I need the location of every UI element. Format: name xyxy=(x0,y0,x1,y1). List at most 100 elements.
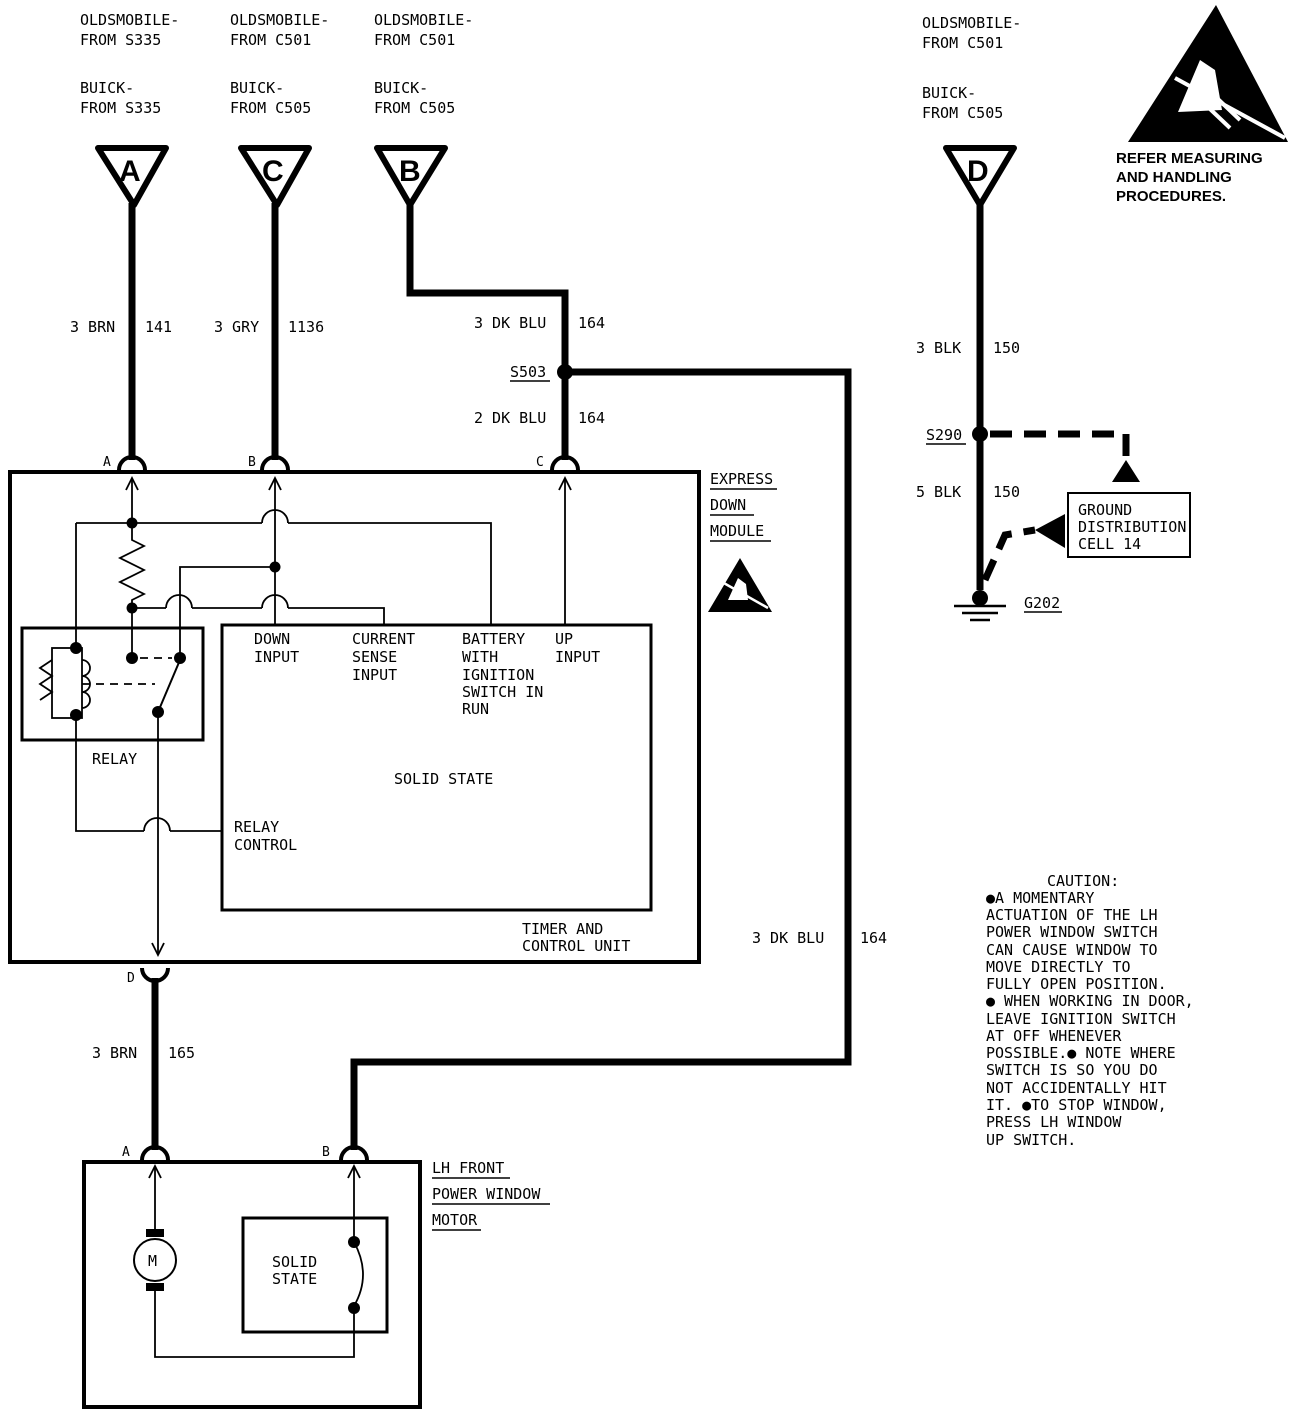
svg-text:AT OFF WHENEVER: AT OFF WHENEVER xyxy=(986,1027,1122,1045)
svg-text:LEAVE IGNITION SWITCH: LEAVE IGNITION SWITCH xyxy=(986,1010,1176,1028)
svg-text:3 DK BLU: 3 DK BLU xyxy=(474,314,546,332)
wire-b-bottom-label: 2 DK BLU 164 xyxy=(474,409,605,427)
motor-pin-a: A xyxy=(122,1145,130,1160)
svg-text:IT. ●TO STOP WINDOW,: IT. ●TO STOP WINDOW, xyxy=(986,1096,1167,1114)
svg-text:UP: UP xyxy=(555,630,573,648)
solid-state-box: SOLID STATE xyxy=(220,623,653,912)
svg-text:CELL 14: CELL 14 xyxy=(1078,535,1141,553)
svg-text:WITH: WITH xyxy=(462,648,498,666)
timer-control-label: TIMER AND CONTROL UNIT xyxy=(522,920,630,955)
svg-text:1136: 1136 xyxy=(288,318,324,336)
svg-text:● WHEN WORKING IN DOOR,: ● WHEN WORKING IN DOOR, xyxy=(986,992,1194,1010)
svg-text:OLDSMOBILE-: OLDSMOBILE- xyxy=(80,11,179,29)
ground-arrow-up xyxy=(1112,460,1140,482)
svg-text:164: 164 xyxy=(578,314,605,332)
wire-b-top-label: 3 DK BLU 164 xyxy=(474,314,605,332)
svg-text:BUICK-: BUICK- xyxy=(922,84,976,102)
svg-text:CAN CAUSE WINDOW TO: CAN CAUSE WINDOW TO xyxy=(986,941,1158,959)
svg-text:A: A xyxy=(119,155,141,188)
module-esd-icon xyxy=(708,558,772,612)
svg-text:OLDSMOBILE-: OLDSMOBILE- xyxy=(230,11,329,29)
svg-text:SOLID: SOLID xyxy=(272,1253,317,1271)
svg-text:PROCEDURES.: PROCEDURES. xyxy=(1116,188,1226,205)
svg-text:OLDSMOBILE-: OLDSMOBILE- xyxy=(374,11,473,29)
svg-text:BUICK-: BUICK- xyxy=(80,79,134,97)
svg-text:EXPRESS: EXPRESS xyxy=(710,470,773,488)
svg-text:3 GRY: 3 GRY xyxy=(214,318,259,336)
svg-text:NOT ACCIDENTALLY HIT: NOT ACCIDENTALLY HIT xyxy=(986,1079,1167,1097)
svg-text:S290: S290 xyxy=(926,426,962,444)
svg-text:M: M xyxy=(148,1252,157,1270)
motor-m-icon: M xyxy=(133,1229,177,1291)
svg-text:BATTERY: BATTERY xyxy=(462,630,525,648)
ground-box: GROUND DISTRIBUTION CELL 14 xyxy=(1067,492,1191,558)
express-down-module-box xyxy=(8,470,701,964)
wires-upper xyxy=(128,203,984,1150)
module-pins-top xyxy=(117,455,580,471)
current-sense-input-label: CURRENT SENSE INPUT xyxy=(352,630,415,684)
wire-d-top-label: 3 BLK 150 xyxy=(916,339,1020,357)
svg-text:B: B xyxy=(399,155,421,188)
caution-note: CAUTION: ●A MOMENTARY ACTUATION OF THE L… xyxy=(986,872,1194,1149)
svg-text:164: 164 xyxy=(860,929,887,947)
module-pin-b: B xyxy=(248,455,256,470)
svg-text:FULLY OPEN POSITION.: FULLY OPEN POSITION. xyxy=(986,975,1167,993)
svg-text:IGNITION: IGNITION xyxy=(462,666,534,684)
source-c-label: OLDSMOBILE- FROM C501 BUICK- FROM C505 xyxy=(230,11,329,117)
svg-text:FROM C505: FROM C505 xyxy=(230,99,311,117)
svg-text:CURRENT: CURRENT xyxy=(352,630,415,648)
svg-text:INPUT: INPUT xyxy=(254,648,299,666)
motor-label: LH FRONT POWER WINDOW MOTOR xyxy=(432,1159,550,1231)
svg-text:FROM C501: FROM C501 xyxy=(922,34,1003,52)
source-b-label: OLDSMOBILE- FROM C501 BUICK- FROM C505 xyxy=(374,11,473,117)
relay-control-label: RELAY CONTROL xyxy=(234,818,297,854)
svg-text:FROM S335: FROM S335 xyxy=(80,31,161,49)
svg-text:SOLID STATE: SOLID STATE xyxy=(394,770,493,788)
esd-note: REFER MEASURING AND HANDLING PROCEDURES. xyxy=(1116,150,1263,205)
svg-text:C: C xyxy=(262,155,284,188)
svg-text:CONTROL UNIT: CONTROL UNIT xyxy=(522,937,630,955)
svg-text:165: 165 xyxy=(168,1044,195,1062)
svg-text:SWITCH IN: SWITCH IN xyxy=(462,683,543,701)
svg-text:POWER WINDOW: POWER WINDOW xyxy=(432,1185,541,1203)
svg-text:REFER MEASURING: REFER MEASURING xyxy=(1116,150,1263,167)
wire-d-bottom-label: 5 BLK 150 xyxy=(916,483,1020,501)
svg-text:GROUND: GROUND xyxy=(1078,501,1132,519)
wire-a-label: 3 BRN 141 xyxy=(70,318,172,336)
svg-text:3 DK BLU: 3 DK BLU xyxy=(752,929,824,947)
wire-c-label: 3 GRY 1136 xyxy=(214,318,324,336)
svg-text:5 BLK: 5 BLK xyxy=(916,483,961,501)
down-input-label: DOWN INPUT xyxy=(254,630,299,666)
ground-distribution-path xyxy=(981,430,1130,582)
svg-text:S503: S503 xyxy=(510,363,546,381)
svg-text:DISTRIBUTION: DISTRIBUTION xyxy=(1078,518,1186,536)
svg-text:BUICK-: BUICK- xyxy=(230,79,284,97)
svg-text:ACTUATION OF THE LH: ACTUATION OF THE LH xyxy=(986,906,1158,924)
svg-text:POSSIBLE.● NOTE WHERE: POSSIBLE.● NOTE WHERE xyxy=(986,1044,1176,1062)
svg-text:G202: G202 xyxy=(1024,594,1060,612)
esd-warning-icon xyxy=(1128,5,1288,142)
wire-motor-a-label: 3 BRN 165 xyxy=(92,1044,195,1062)
svg-text:150: 150 xyxy=(993,339,1020,357)
motor-internal-wiring xyxy=(148,1163,364,1358)
connector-c: C xyxy=(238,145,312,208)
svg-text:PRESS LH WINDOW: PRESS LH WINDOW xyxy=(986,1113,1122,1131)
svg-text:141: 141 xyxy=(145,318,172,336)
source-d-label: OLDSMOBILE- FROM C501 BUICK- FROM C505 xyxy=(922,14,1021,122)
svg-text:2 DK BLU: 2 DK BLU xyxy=(474,409,546,427)
svg-text:150: 150 xyxy=(993,483,1020,501)
svg-text:D: D xyxy=(967,155,989,188)
module-pin-d-arc xyxy=(140,967,170,983)
svg-text:UP SWITCH.: UP SWITCH. xyxy=(986,1131,1076,1149)
express-down-module-label: EXPRESS DOWN MODULE xyxy=(710,470,777,542)
svg-text:AND HANDLING: AND HANDLING xyxy=(1116,169,1232,186)
module-internal-wiring xyxy=(75,475,572,958)
source-a-label: OLDSMOBILE- FROM S335 BUICK- FROM S335 xyxy=(80,11,179,117)
motor-pins xyxy=(140,1145,369,1161)
motor-solid-state-box: SOLID STATE xyxy=(241,1216,389,1334)
connector-d: D xyxy=(943,145,1017,208)
module-pin-d: D xyxy=(127,971,135,986)
module-pin-c: C xyxy=(536,455,544,470)
module-junctions xyxy=(126,517,281,614)
